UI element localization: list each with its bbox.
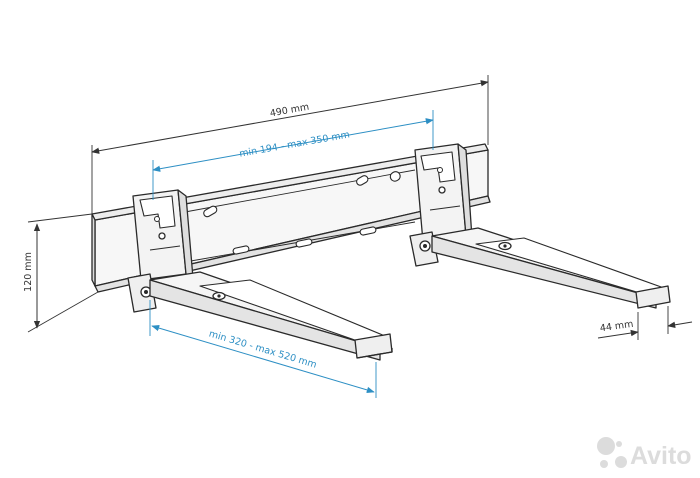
avito-watermark: Avito: [597, 437, 692, 470]
avito-watermark-text: Avito: [630, 442, 692, 470]
rail-slots: [203, 171, 401, 255]
right-arm: [431, 227, 671, 309]
dim-height-label: 120 mm: [23, 252, 34, 292]
dim-height: 120 mm: [23, 213, 99, 333]
dim-arm-width: 44 mm: [597, 306, 693, 340]
dim-rail-adjust-label: min 194 - max 350 mm: [239, 129, 351, 159]
dim-arm-width-label: 44 mm: [599, 319, 634, 335]
avito-dots-icon: [597, 437, 627, 468]
